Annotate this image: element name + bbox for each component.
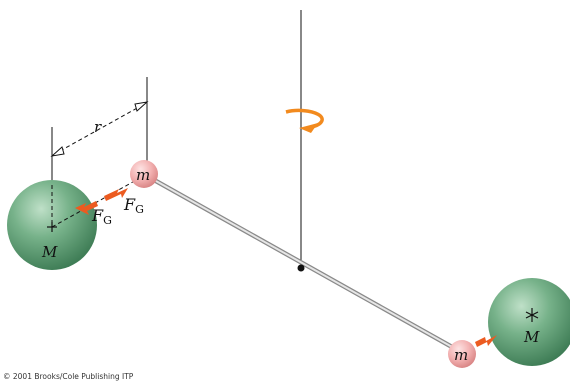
force-arrow-upper-icon bbox=[104, 188, 128, 201]
small-mass-label-right: m bbox=[454, 346, 468, 364]
force-label-lower-main: F bbox=[91, 206, 104, 225]
rotation-arrow-icon bbox=[285, 108, 324, 133]
large-mass-label-left: M bbox=[41, 243, 58, 261]
force-label-upper-sub: G bbox=[135, 203, 144, 216]
force-label-upper: FG bbox=[123, 195, 144, 216]
balance-rod bbox=[144, 173, 464, 355]
center-mark-right-icon bbox=[525, 308, 539, 322]
force-arrow-lower-icon bbox=[75, 201, 98, 215]
pivot-point bbox=[297, 264, 305, 272]
small-sphere-left bbox=[130, 160, 158, 188]
force-label-lower: FG bbox=[91, 206, 112, 227]
force-arrow-right-icon bbox=[475, 335, 497, 347]
small-mass-label-left: m bbox=[136, 166, 150, 184]
copyright-text: © 2001 Brooks/Cole Publishing ITP bbox=[3, 372, 134, 381]
small-sphere-right bbox=[448, 340, 476, 368]
force-label-lower-sub: G bbox=[103, 214, 112, 227]
large-mass-label-right: M bbox=[523, 328, 540, 346]
force-label-upper-main: F bbox=[123, 195, 136, 214]
distance-dimension bbox=[50, 101, 149, 157]
large-sphere-right bbox=[488, 278, 570, 366]
distance-label: r bbox=[94, 118, 102, 136]
center-mark-left-icon bbox=[47, 222, 57, 232]
